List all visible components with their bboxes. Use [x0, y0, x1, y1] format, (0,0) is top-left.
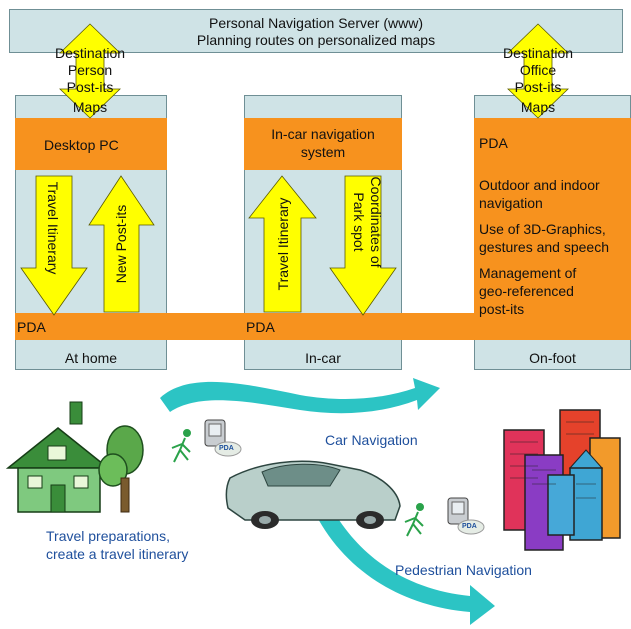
right-arrow-text-3: Post-its: [514, 79, 562, 95]
feature-postits-3: post-its: [479, 301, 525, 317]
arrow-up-postits: [88, 175, 155, 313]
right-arrow-text-1: Destination: [502, 45, 574, 61]
double-arrow-home: [59, 23, 121, 119]
server-subtitle: Planning routes on personalized maps: [196, 32, 436, 48]
car-navigation-label: Car Navigation: [325, 432, 418, 448]
arrow-up-car-itinerary: [248, 175, 317, 313]
pda-bar: [15, 313, 475, 340]
home-down-label: Travel Itinerary: [45, 181, 61, 275]
left-arrow-text-2: Person: [67, 62, 113, 78]
footer-in-car: In-car: [305, 350, 341, 366]
pda-bar-mid-label: PDA: [246, 319, 275, 335]
left-arrow-text-4: Maps: [72, 99, 108, 115]
footer-on-foot: On-foot: [529, 350, 576, 366]
car-down-label-1: Coordinates of: [368, 176, 384, 268]
car-illustration: [225, 460, 401, 529]
right-arrow-text-4: Maps: [520, 99, 556, 115]
in-car-system-label: In-car navigation: [271, 126, 375, 142]
pedestrian-navigation-label: Pedestrian Navigation: [395, 562, 532, 578]
pda-foot-box: [474, 118, 631, 340]
desktop-pc-box: [15, 118, 167, 170]
left-arrow-text-1: Destination: [54, 45, 126, 61]
pda-badge-foot: PDA: [462, 523, 477, 530]
feature-postits: Management of: [479, 265, 577, 281]
pda-device-car: [204, 419, 242, 457]
walker-icon-car: [171, 429, 191, 463]
walker-icon-foot: [404, 503, 424, 537]
city-illustration: [503, 409, 621, 551]
desktop-pc-label: Desktop PC: [44, 137, 119, 153]
arrow-down-itinerary: [20, 175, 88, 316]
feature-3d: Use of 3D-Graphics,: [479, 221, 606, 237]
pda-foot-label: PDA: [479, 135, 508, 151]
travel-prep-label-2: create a travel itinerary: [46, 546, 189, 562]
in-car-system-label-2: system: [300, 144, 346, 160]
pda-device-foot: [447, 497, 485, 535]
left-arrow-text-3: Post-its: [66, 79, 114, 95]
in-car-system-box: [244, 118, 402, 170]
house-illustration: [5, 401, 111, 513]
double-arrow-foot: [507, 23, 569, 119]
tree-illustration: [98, 425, 144, 513]
car-route-arrow: [160, 378, 440, 414]
arrow-down-park-spot: [329, 175, 397, 316]
pda-bar-left-label: PDA: [17, 319, 46, 335]
travel-prep-label-1: Travel preparations,: [46, 528, 170, 544]
feature-outdoor-2: navigation: [479, 195, 543, 211]
feature-outdoor: Outdoor and indoor: [479, 177, 600, 193]
pda-badge-car: PDA: [219, 445, 234, 452]
feature-3d-2: gestures and speech: [479, 239, 609, 255]
car-down-label-2: Park spot: [351, 192, 367, 252]
home-up-label: New Post-its: [113, 204, 129, 284]
pedestrian-route-arrow: [316, 505, 495, 625]
feature-postits-2: geo-referenced: [479, 283, 574, 299]
footer-at-home: At home: [64, 350, 118, 366]
server-title: Personal Navigation Server (www): [209, 15, 423, 31]
car-up-label: Travel Itinerary: [275, 197, 291, 291]
right-arrow-text-2: Office: [519, 62, 557, 78]
